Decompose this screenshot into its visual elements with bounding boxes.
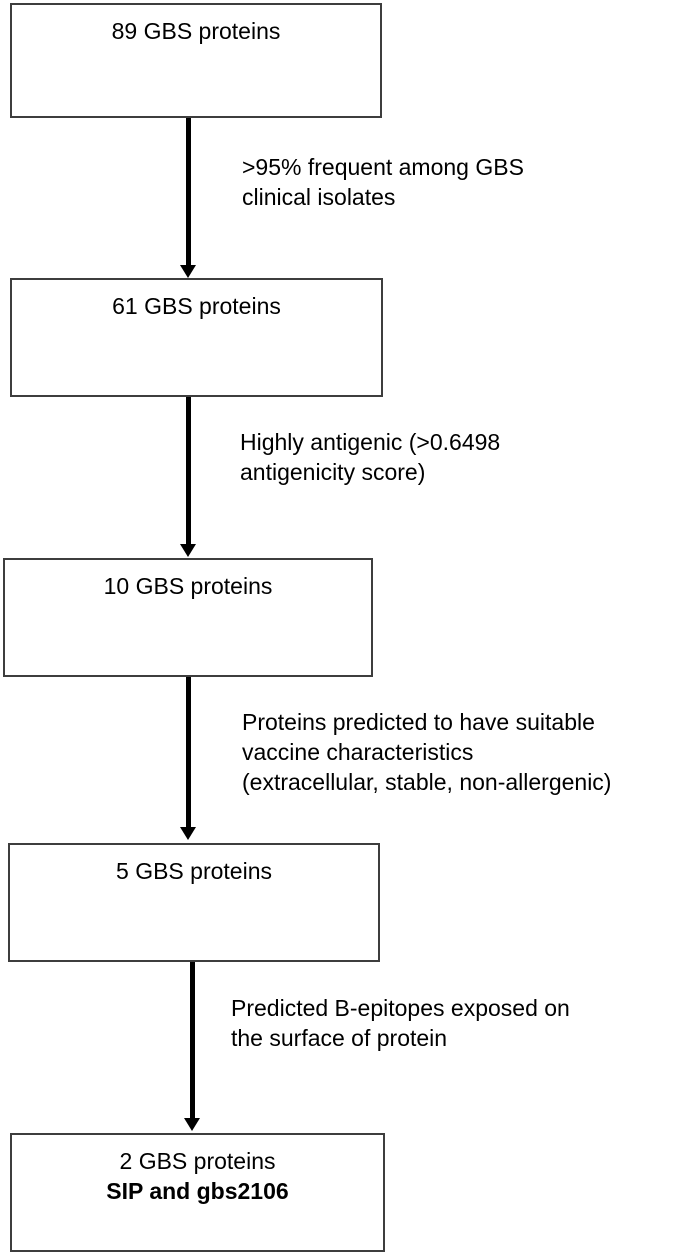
box-label: 10 GBS proteins	[103, 573, 273, 599]
down-arrow-icon	[180, 397, 196, 557]
filter-label-line: (extracellular, stable, non-allergenic)	[242, 769, 612, 795]
arrow-head	[180, 827, 196, 840]
arrow-shaft	[189, 962, 195, 1120]
filter-label-line: >95% frequent among GBS	[242, 154, 524, 180]
filter-label-line: Highly antigenic (>0.6498	[240, 429, 501, 455]
arrow-shaft	[185, 118, 191, 267]
down-arrow-icon	[184, 962, 200, 1131]
flow-box-2-gbs-proteins: 2 GBS proteins SIP and gbs2106	[10, 1133, 385, 1252]
filter-label-line: Proteins predicted to have suitable	[242, 709, 595, 735]
filter-label-line: clinical isolates	[242, 184, 396, 210]
box-label: 61 GBS proteins	[112, 293, 281, 319]
filter-label-line: antigenicity score)	[240, 459, 426, 485]
filter-label-line: vaccine characteristics	[242, 739, 474, 765]
down-arrow-icon	[180, 118, 196, 278]
flow-box-5-gbs-proteins: 5 GBS proteins	[8, 843, 380, 962]
flow-box-10-gbs-proteins: 10 GBS proteins	[3, 558, 373, 677]
arrow-shaft	[185, 677, 191, 829]
filter-label-antigenicity: Highly antigenic (>0.6498 antigenicity s…	[240, 427, 500, 487]
box-label-protein-names: SIP and gbs2106	[106, 1178, 289, 1204]
filter-label-vaccine-characteristics: Proteins predicted to have suitable vacc…	[242, 707, 611, 797]
filter-label-line: Predicted B-epitopes exposed on	[231, 995, 570, 1021]
arrow-head	[180, 544, 196, 557]
box-label: 89 GBS proteins	[111, 18, 281, 44]
filter-label-frequency: >95% frequent among GBS clinical isolate…	[242, 152, 524, 212]
filter-label-line: the surface of protein	[231, 1025, 448, 1051]
box-label: 2 GBS proteins	[119, 1148, 276, 1174]
arrow-shaft	[185, 397, 191, 546]
arrow-head	[180, 265, 196, 278]
flow-box-61-gbs-proteins: 61 GBS proteins	[10, 278, 383, 397]
arrow-head	[184, 1118, 200, 1131]
filter-label-b-epitopes: Predicted B-epitopes exposed on the surf…	[231, 993, 570, 1053]
down-arrow-icon	[180, 677, 196, 840]
flow-box-89-gbs-proteins: 89 GBS proteins	[10, 3, 382, 118]
box-label: 5 GBS proteins	[116, 858, 272, 884]
